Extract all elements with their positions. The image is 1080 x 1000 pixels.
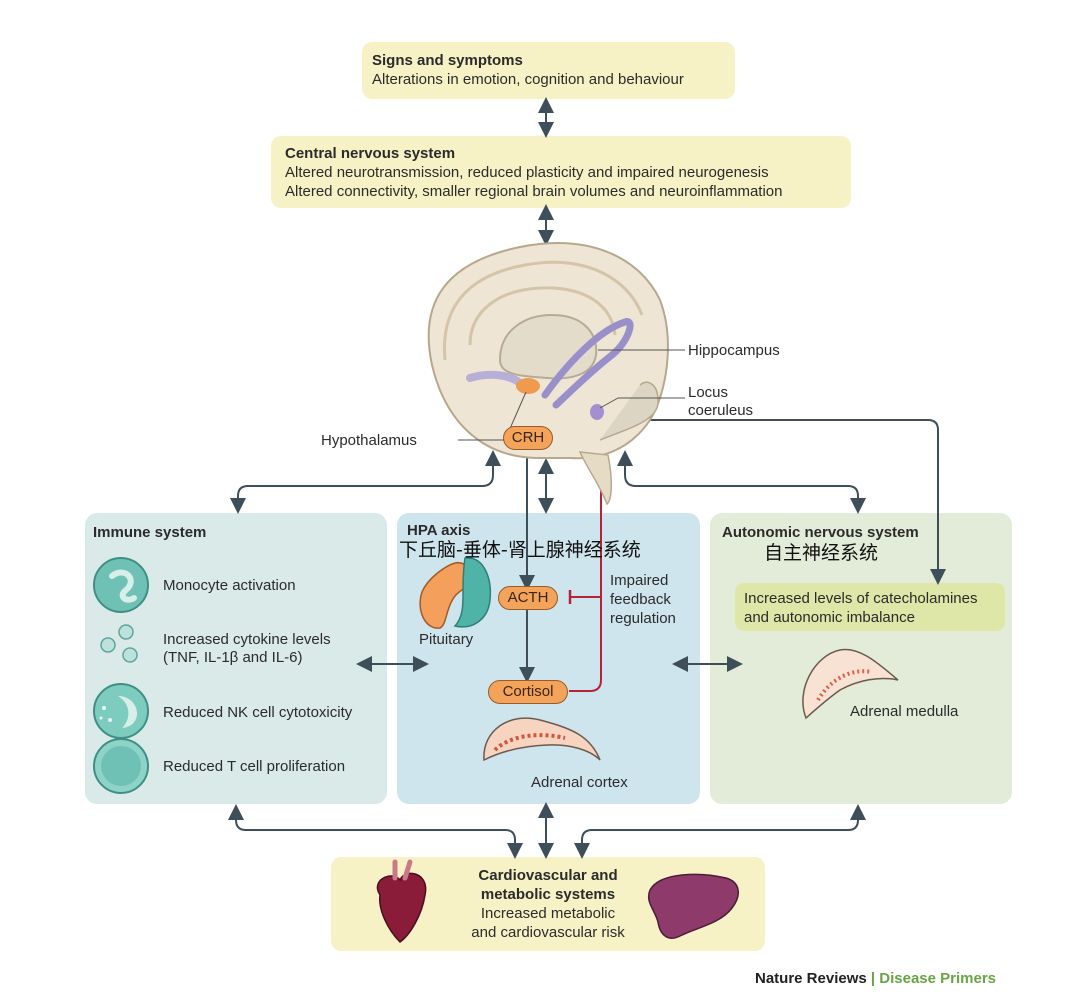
adrenal-medulla-label: Adrenal medulla [850, 703, 959, 720]
locus-label-1: Locus [688, 384, 729, 401]
arrow-immune-cardio [228, 804, 523, 859]
hpa-chinese-label: 下丘脑-垂体-肾上腺神经系统 [399, 539, 641, 561]
leader-locus [599, 397, 619, 409]
cns-box [271, 136, 851, 208]
arrow-locus-ans [600, 419, 946, 585]
feedback-label-3: regulation [610, 610, 676, 627]
brain-illustration [427, 242, 669, 506]
cardio-title-1: Cardiovascular and [478, 867, 618, 884]
signs-text: Alterations in emotion, cognition and be… [372, 71, 684, 88]
hpa-panel [397, 513, 700, 804]
adrenal-cortex-icon [483, 717, 601, 762]
adrenal-cortex-label: Adrenal cortex [531, 774, 628, 791]
cortisol-pill: Cortisol [488, 680, 568, 704]
pituitary-icon [419, 557, 492, 629]
hypothalamus-label: Hypothalamus [321, 432, 417, 449]
immune-item-tcell: Reduced T cell proliferation [163, 758, 346, 775]
adrenal-medulla-icon [802, 648, 899, 720]
cardio-text-2: and cardiovascular risk [471, 924, 625, 941]
ans-chinese-label: 自主神经系统 [764, 542, 879, 564]
immune-item-monocyte: Monocyte activation [163, 577, 296, 594]
cns-line1: Altered neurotransmission, reduced plast… [285, 164, 769, 181]
t-cell-icon [93, 738, 149, 794]
signs-title: Signs and symptoms [372, 52, 523, 69]
footer-series: Disease Primers [879, 970, 997, 987]
heart-icon [376, 859, 427, 943]
footer-journal: Nature Reviews [755, 970, 867, 987]
ans-box-line1: Increased levels of catecholamines [744, 590, 978, 607]
signs-box [362, 42, 735, 99]
immune-item-cytokine-1: Increased cytokine levels [163, 631, 331, 648]
crh-pill: CRH [503, 426, 553, 450]
feedback-label-1: Impaired [610, 572, 669, 589]
cardio-text-1: Increased metabolic [480, 905, 616, 922]
immune-item-cytokine-2: (TNF, IL-1β and IL-6) [163, 649, 303, 666]
cytokine-icon [100, 624, 138, 663]
hpa-title: HPA axis [407, 522, 471, 539]
arrow-brain-immune [230, 450, 501, 514]
immune-title: Immune system [93, 524, 207, 541]
ans-title: Autonomic nervous system [722, 524, 919, 541]
hippocampus-label: Hippocampus [688, 342, 780, 359]
locus-label-2: coeruleus [688, 402, 754, 419]
nk-cell-icon [93, 683, 149, 739]
cns-line2: Altered connectivity, smaller regional b… [285, 183, 783, 200]
pituitary-label: Pituitary [419, 631, 474, 648]
arrow-brain-ans [617, 450, 866, 514]
acth-pill: ACTH [498, 586, 558, 610]
monocyte-icon [93, 557, 149, 613]
cardio-title-2: metabolic systems [480, 886, 616, 903]
footer-separator: | [866, 970, 880, 987]
footer-credit: Nature Reviews | Disease Primers [755, 970, 996, 987]
ans-box-line2: and autonomic imbalance [744, 609, 915, 626]
feedback-label-2: feedback [610, 591, 671, 608]
immune-item-nk: Reduced NK cell cytotoxicity [163, 704, 353, 721]
liver-icon [647, 873, 739, 939]
cns-title: Central nervous system [285, 145, 456, 162]
arrow-ans-cardio [574, 804, 866, 859]
ans-catecholamine-box [735, 583, 1005, 631]
